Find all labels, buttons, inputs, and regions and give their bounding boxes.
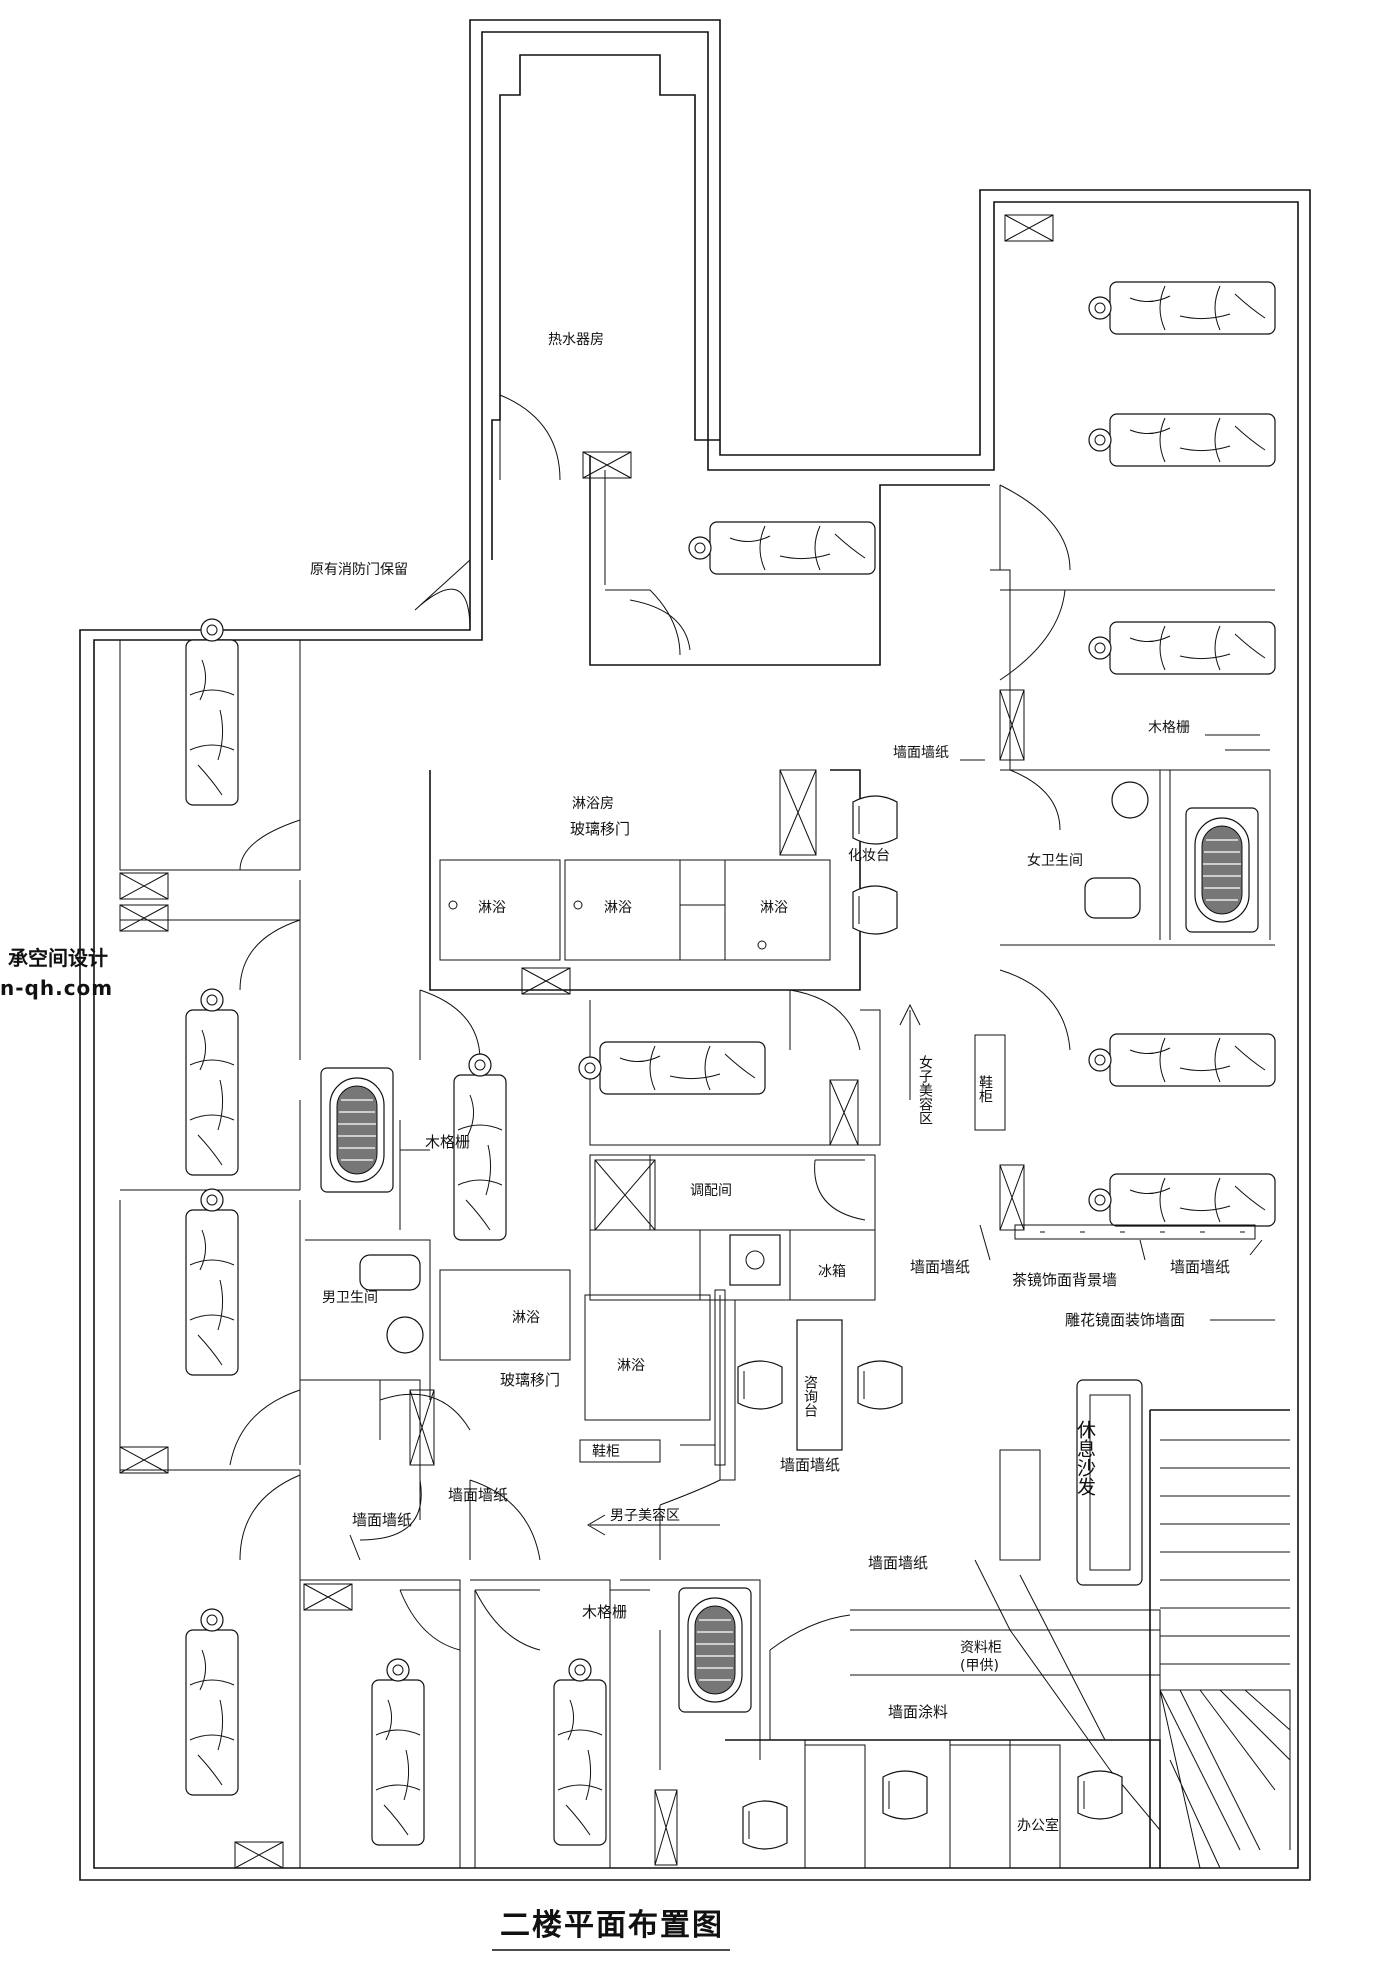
- watermark-line2: n-qh.com: [0, 976, 113, 1000]
- label-wall-paper: 墙面墙纸: [780, 1456, 840, 1474]
- label-mixing-room: 调配间: [690, 1183, 732, 1199]
- label-glass-sliding-door: 玻璃移门: [500, 1371, 560, 1389]
- label-men-restroom: 男卫生间: [322, 1290, 378, 1306]
- label-wall-paper: 墙面墙纸: [448, 1486, 508, 1504]
- door-swings: [229, 394, 1071, 1740]
- label-carved-mirror-wall: 雕花镜面装饰墙面: [1065, 1311, 1185, 1329]
- label-shoe-cabinet: 鞋柜: [977, 1075, 993, 1103]
- label-file-cabinet-note: (甲供): [960, 1658, 999, 1674]
- label-shower: 淋浴: [617, 1358, 645, 1374]
- direction-arrows: [587, 1003, 921, 1536]
- label-glass-sliding-door: 玻璃移门: [570, 820, 630, 838]
- label-shower: 淋浴: [760, 900, 788, 916]
- label-wall-paper: 墙面墙纸: [910, 1258, 970, 1276]
- label-wall-paper: 墙面墙纸: [1170, 1258, 1230, 1276]
- label-consult-desk: 咨询台: [802, 1375, 818, 1417]
- label-shower: 淋浴: [512, 1310, 540, 1326]
- plan-labels: 热水器房 原有消防门保留 墙面墙纸 木格栅 淋浴房 玻璃移门 化妆台 淋浴 淋浴…: [310, 332, 1230, 1834]
- label-fridge: 冰箱: [818, 1264, 846, 1280]
- label-men-beauty-area: 男子美容区: [610, 1507, 680, 1524]
- label-vanity: 化妆台: [848, 848, 890, 864]
- label-women-beauty-area: 女子美容区: [917, 1054, 933, 1125]
- label-wood-grille: 木格栅: [1148, 720, 1190, 736]
- label-tea-mirror-wall: 茶镜饰面背景墙: [1012, 1271, 1117, 1289]
- label-wall-paper: 墙面墙纸: [893, 745, 949, 761]
- vent-boxes: [119, 214, 1054, 1869]
- label-hot-water-room: 热水器房: [548, 332, 604, 348]
- label-wood-grille: 木格栅: [425, 1133, 470, 1151]
- walls: [79, 19, 1311, 1881]
- leader-lines: [349, 734, 1275, 1591]
- label-wall-paint: 墙面涂料: [888, 1703, 948, 1721]
- consult-desk: [796, 1319, 843, 1451]
- label-file-cabinet: 资料柜: [960, 1640, 1002, 1656]
- staircase: [1159, 1439, 1291, 1869]
- lounge-sofa: [1076, 1379, 1143, 1586]
- label-shower: 淋浴: [478, 900, 506, 916]
- watermark: 承空间设计 n-qh.com: [0, 946, 113, 1000]
- decor-strips: [399, 749, 1270, 1770]
- coffee-table: [999, 1449, 1041, 1561]
- drawing-title-block: 二楼平面布置图: [492, 1908, 730, 1951]
- label-shower-room: 淋浴房: [572, 796, 614, 812]
- watermark-line1: 承空间设计: [8, 946, 108, 970]
- label-fire-door: 原有消防门保留: [310, 562, 408, 578]
- label-lounge-sofa: 休息沙发: [1074, 1420, 1096, 1496]
- label-wall-paper: 墙面墙纸: [868, 1554, 928, 1572]
- drawing-title: 二楼平面布置图: [500, 1908, 724, 1943]
- label-women-restroom: 女卫生间: [1027, 852, 1083, 869]
- label-wall-paper: 墙面墙纸: [352, 1511, 412, 1529]
- chairs-and-fixtures: [359, 781, 1149, 1869]
- label-shower: 淋浴: [604, 900, 632, 916]
- label-office: 办公室: [1017, 1817, 1059, 1834]
- label-shoe-cabinet: 鞋柜: [592, 1444, 620, 1460]
- label-wood-grille: 木格栅: [582, 1603, 627, 1621]
